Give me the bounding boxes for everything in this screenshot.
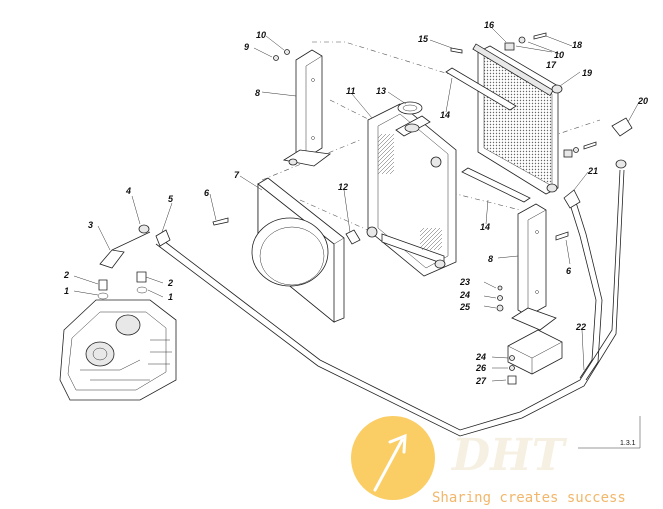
fan-shroud bbox=[251, 177, 345, 323]
callout-3: 3 bbox=[88, 220, 93, 230]
leader-lines bbox=[73, 27, 640, 382]
callout-2a: 2 bbox=[63, 270, 69, 280]
mounting-bracket-right bbox=[511, 203, 557, 331]
callout-12: 12 bbox=[338, 182, 348, 192]
callout-13: 13 bbox=[376, 86, 386, 96]
figure-reference: 1.3.1 bbox=[578, 416, 641, 449]
mounting-bracket-left bbox=[282, 49, 332, 167]
watermark-logo-text: DHT bbox=[450, 430, 568, 481]
callout-1b: 1 bbox=[168, 292, 173, 302]
fittings bbox=[97, 271, 148, 300]
callout-25: 25 bbox=[459, 302, 471, 312]
arrow-icon bbox=[373, 433, 407, 492]
callout-labels: 1 1 2 2 3 4 5 6 6 7 8 8 9 10 10 11 12 13… bbox=[63, 20, 648, 386]
callout-24b: 24 bbox=[475, 352, 486, 362]
callout-22: 22 bbox=[575, 322, 586, 332]
callout-14a: 14 bbox=[440, 110, 450, 120]
engine-block bbox=[59, 299, 177, 401]
callout-2b: 2 bbox=[167, 278, 173, 288]
callout-23: 23 bbox=[459, 277, 470, 287]
callout-27: 27 bbox=[475, 376, 487, 386]
figure-reference-label: 1.3.1 bbox=[620, 440, 636, 447]
watermark: DHT Sharing creates success bbox=[351, 416, 626, 506]
callout-6a: 6 bbox=[204, 188, 210, 198]
hardware bbox=[212, 32, 597, 385]
callout-21: 21 bbox=[587, 166, 598, 176]
coolant-pipe bbox=[155, 117, 633, 437]
watermark-tagline: Sharing creates success bbox=[432, 490, 626, 506]
callout-14b: 14 bbox=[480, 222, 490, 232]
callout-8a: 8 bbox=[255, 88, 260, 98]
callout-19: 19 bbox=[582, 68, 592, 78]
callout-17: 17 bbox=[546, 60, 557, 70]
callout-16: 16 bbox=[484, 20, 495, 30]
hose-elbow bbox=[99, 224, 171, 269]
radiator-screen bbox=[472, 43, 563, 195]
callout-11: 11 bbox=[346, 86, 355, 96]
callout-24a: 24 bbox=[459, 290, 470, 300]
callout-9: 9 bbox=[244, 42, 249, 52]
lower-mount-bracket bbox=[507, 329, 563, 375]
support-bars bbox=[445, 67, 531, 203]
callout-15: 15 bbox=[418, 34, 429, 44]
filler-cap bbox=[397, 101, 423, 115]
callout-18: 18 bbox=[572, 40, 582, 50]
radiator bbox=[366, 103, 457, 277]
callout-6b: 6 bbox=[566, 266, 572, 276]
callout-7: 7 bbox=[234, 170, 240, 180]
callout-4: 4 bbox=[125, 186, 131, 196]
callout-5: 5 bbox=[168, 194, 174, 204]
callout-26: 26 bbox=[475, 363, 487, 373]
callout-8b: 8 bbox=[488, 254, 493, 264]
callout-10a: 10 bbox=[256, 30, 266, 40]
callout-1a: 1 bbox=[64, 286, 69, 296]
callout-10b: 10 bbox=[554, 50, 564, 60]
callout-20: 20 bbox=[637, 96, 648, 106]
